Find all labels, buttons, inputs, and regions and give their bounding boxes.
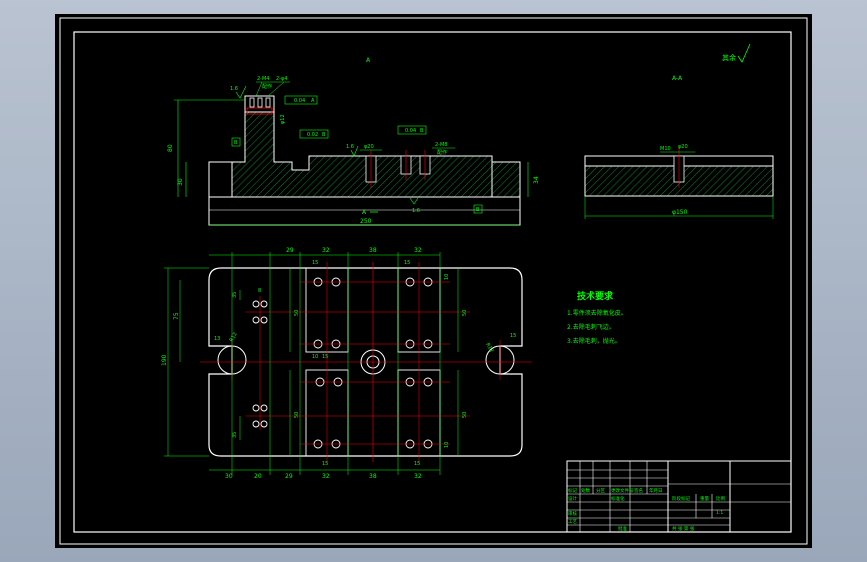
svg-text:工艺: 工艺	[568, 519, 577, 525]
plan-bottom-dim-1: 30	[225, 473, 233, 480]
plan-inner-dim-9: 15	[404, 260, 410, 266]
svg-text:阶段标记: 阶段标记	[672, 495, 690, 502]
tech-req-title: 技术要求	[577, 290, 614, 302]
side-dia-20: φ20	[678, 144, 688, 150]
svg-text:更改文件号: 更改文件号	[611, 487, 634, 494]
svg-text:B: B	[476, 207, 480, 213]
plan-inner-dim-5: 50	[462, 412, 468, 418]
section-label-top: A	[366, 57, 371, 64]
dim-base-height: 30	[177, 178, 184, 186]
side-view: M10 φ20 φ150	[584, 144, 774, 219]
svg-text:设计: 设计	[568, 495, 577, 502]
side-width: φ150	[672, 209, 688, 216]
dim-right-height: 34	[533, 176, 540, 184]
svg-text:1:1: 1:1	[716, 510, 723, 516]
roughness-note: 其余	[722, 53, 736, 62]
svg-text:审核: 审核	[568, 510, 577, 517]
plan-outline	[208, 267, 523, 457]
roughness-top: 1.6	[230, 86, 238, 92]
roughness-symbol	[737, 43, 751, 63]
plan-bottom-dim-6: 32	[414, 473, 422, 480]
plan-bottom-dim-3: 29	[285, 473, 293, 480]
plan-left-dim-3: 75	[173, 312, 180, 320]
hole-top-label-2: 2-φ4	[276, 76, 287, 82]
svg-text:重量: 重量	[700, 495, 709, 502]
svg-text:比例: 比例	[716, 495, 725, 502]
plan-inner-dim-1: 15	[312, 260, 318, 266]
side-m10: M10	[660, 146, 671, 152]
datum-b-box	[231, 137, 241, 147]
plan-left-dim-6: 13	[214, 336, 220, 342]
datum-bottom-box	[473, 204, 483, 214]
svg-text:年月日: 年月日	[649, 487, 663, 494]
plan-right-dim-2: R12	[484, 342, 494, 354]
inner-frame	[73, 31, 792, 533]
svg-text:签名: 签名	[634, 487, 643, 494]
plan-bottom-small-1: 15	[322, 461, 328, 467]
top-block-red	[246, 107, 273, 115]
plan-left-dim-7: R12	[229, 331, 239, 343]
plan-top-dim-4: 32	[414, 247, 422, 254]
plan-top-dim-3: 38	[369, 247, 377, 254]
top-block	[244, 95, 275, 113]
plan-top-dim-1: 29	[286, 247, 294, 254]
plan-right-dim-1: 15	[510, 333, 516, 339]
hole-right-note: 配作	[437, 149, 447, 156]
plan-inner-dim-3: 50	[462, 310, 468, 316]
tech-req-item-1: 1.零件须去除氧化皮。	[567, 309, 627, 317]
tol-box-3	[397, 125, 427, 135]
plan-inner-dim-6: 10	[444, 274, 450, 280]
dim-total-height: 80	[167, 144, 174, 152]
tol-box-2	[299, 129, 329, 139]
plan-left-dim-4: 190	[161, 354, 168, 366]
svg-text:0.02: 0.02	[307, 132, 318, 138]
drawing-sheet	[55, 14, 812, 548]
tech-req-item-2: 2.去除毛刺飞边。	[567, 323, 615, 331]
plan-left-dim-1: 35	[232, 292, 238, 298]
plan-left-dim-5: 35	[232, 432, 238, 438]
svg-text:共 张 第 张: 共 张 第 张	[672, 525, 695, 532]
plan-inner-dim-8: 15	[322, 354, 328, 360]
svg-text:标记: 标记	[568, 487, 577, 494]
plan-view: 29 32 38 32 30 20 29 32 38 32 15 15 35 8…	[161, 247, 532, 480]
hole-right-label: 2-M8	[435, 142, 447, 148]
svg-text:批准: 批准	[618, 525, 627, 532]
tol-box-1	[284, 95, 318, 105]
dim-total-length: 250	[360, 218, 372, 225]
dia-20-front: φ20	[364, 144, 374, 150]
plan-inner-dim-2: 50	[294, 310, 300, 316]
plan-bottom-dim-4: 32	[322, 473, 330, 480]
svg-text:标准化: 标准化	[611, 495, 625, 502]
svg-text:B: B	[234, 140, 238, 146]
svg-text:0.04: 0.04	[405, 128, 416, 134]
roughness-bottom: 1.6	[412, 208, 420, 214]
roughness-mid: 1.6	[346, 144, 354, 150]
svg-text:分区: 分区	[596, 487, 605, 494]
svg-text:B: B	[322, 132, 326, 138]
front-view: 80 30 34 250 1.6 2-M4 2-φ4 配作 0.04 A 0.0…	[167, 76, 540, 226]
dia-12: φ12	[280, 114, 286, 124]
plan-bottom-dim-5: 38	[369, 473, 377, 480]
plan-inner-dim-4: 50	[294, 412, 300, 418]
plan-bottom-small-2: 15	[414, 461, 420, 467]
plan-inner-dim-10: 10	[312, 354, 318, 360]
hole-top-note: 配作	[262, 83, 272, 90]
plan-top-dim-2: 32	[322, 247, 330, 254]
plan-inner-dim-7: 10	[444, 442, 450, 448]
plan-left-dim-2: 8	[258, 288, 261, 294]
title-block-labels: 标记 处数 分区 更改文件号 签名 年月日 设计 标准化 阶段标记 重量 比例 …	[568, 487, 725, 532]
title-block	[566, 460, 792, 533]
svg-text:B: B	[420, 128, 424, 134]
svg-text:处数: 处数	[581, 487, 590, 494]
section-view-label: A-A	[672, 75, 683, 82]
section-label-bottom: A	[362, 209, 367, 216]
svg-text:A: A	[311, 98, 315, 104]
svg-text:0.04: 0.04	[294, 98, 305, 104]
tech-req-item-3: 3.去除毛刺，抛光。	[567, 337, 621, 345]
outer-frame	[59, 17, 808, 545]
technical-requirements: 技术要求 1.零件须去除氧化皮。 2.去除毛刺飞边。 3.去除毛刺，抛光。	[567, 290, 627, 345]
plan-bottom-dim-2: 20	[254, 473, 262, 480]
hole-top-label: 2-M4	[257, 76, 269, 82]
